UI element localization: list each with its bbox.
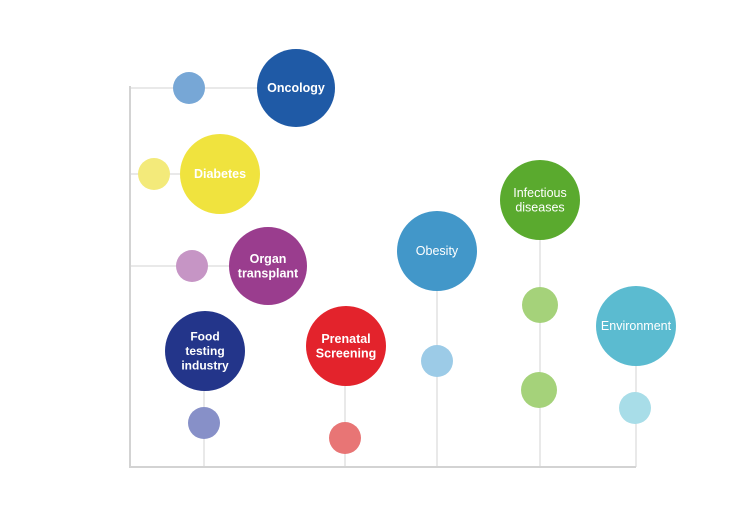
diabetes-bubble: Diabetes bbox=[180, 134, 260, 214]
environment-label: Environment bbox=[601, 319, 672, 333]
diabetes-small-dot bbox=[138, 158, 170, 190]
organ-transplant-label-line: Organ bbox=[250, 252, 287, 266]
food-testing-industry-label-line: Food bbox=[190, 330, 219, 344]
oncology-circle bbox=[257, 49, 335, 127]
obesity-bubble: Obesity bbox=[397, 211, 477, 291]
environment-circle bbox=[596, 286, 676, 366]
infectious-diseases-small-dot bbox=[522, 287, 558, 323]
oncology-label-line: Oncology bbox=[267, 81, 325, 95]
obesity-small-dot bbox=[421, 345, 453, 377]
axes bbox=[129, 86, 636, 468]
oncology-label: Oncology bbox=[267, 81, 325, 95]
food-testing-industry-circle bbox=[165, 311, 245, 391]
infectious-diseases-label-line: diseases bbox=[515, 200, 564, 214]
obesity-circle bbox=[397, 211, 477, 291]
organ-transplant-label-line: transplant bbox=[238, 266, 299, 280]
organ-transplant-circle bbox=[229, 227, 307, 305]
infectious-diseases-label-line: Infectious bbox=[513, 186, 567, 200]
oncology-bubble: Oncology bbox=[257, 49, 335, 127]
diabetes-circle bbox=[180, 134, 260, 214]
food-testing-industry-label-line: industry bbox=[181, 359, 229, 373]
environment-small-dot bbox=[619, 392, 651, 424]
food-testing-industry-label-line: testing bbox=[185, 344, 224, 358]
environment-bubble: Environment bbox=[596, 286, 676, 366]
infectious-diseases-small-dot bbox=[521, 372, 557, 408]
infectious-diseases-circle bbox=[500, 160, 580, 240]
prenatal-screening-circle bbox=[306, 306, 386, 386]
prenatal-screening-label-line: Prenatal bbox=[321, 332, 370, 346]
prenatal-screening-label-line: Screening bbox=[316, 346, 376, 360]
food-testing-industry-small-dot bbox=[188, 407, 220, 439]
obesity-label: Obesity bbox=[416, 244, 459, 258]
diabetes-label-line: Diabetes bbox=[194, 167, 246, 181]
prenatal-screening-small-dot bbox=[329, 422, 361, 454]
obesity-label-line: Obesity bbox=[416, 244, 459, 258]
oncology-small-dot bbox=[173, 72, 205, 104]
organ-transplant-small-dot bbox=[176, 250, 208, 282]
small-dots bbox=[138, 72, 651, 454]
environment-label-line: Environment bbox=[601, 319, 672, 333]
diabetes-label: Diabetes bbox=[194, 167, 246, 181]
